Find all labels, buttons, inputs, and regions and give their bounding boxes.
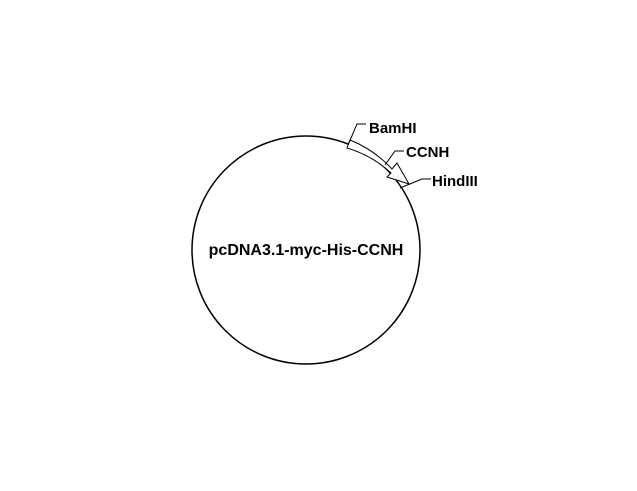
insert-arrow	[346, 139, 411, 185]
hindiii-label: HindIII	[432, 173, 478, 190]
bamhi-leader-line	[347, 123, 366, 146]
plasmid-name: pcDNA3.1-myc-His-CCNH	[209, 242, 404, 259]
bamhi-label: BamHI	[369, 120, 417, 137]
ccnh-label: CCNH	[406, 144, 449, 161]
ccnh-leader-line	[384, 150, 404, 166]
plasmid-backbone	[191, 135, 421, 365]
hindiii-leader-line	[399, 178, 431, 189]
